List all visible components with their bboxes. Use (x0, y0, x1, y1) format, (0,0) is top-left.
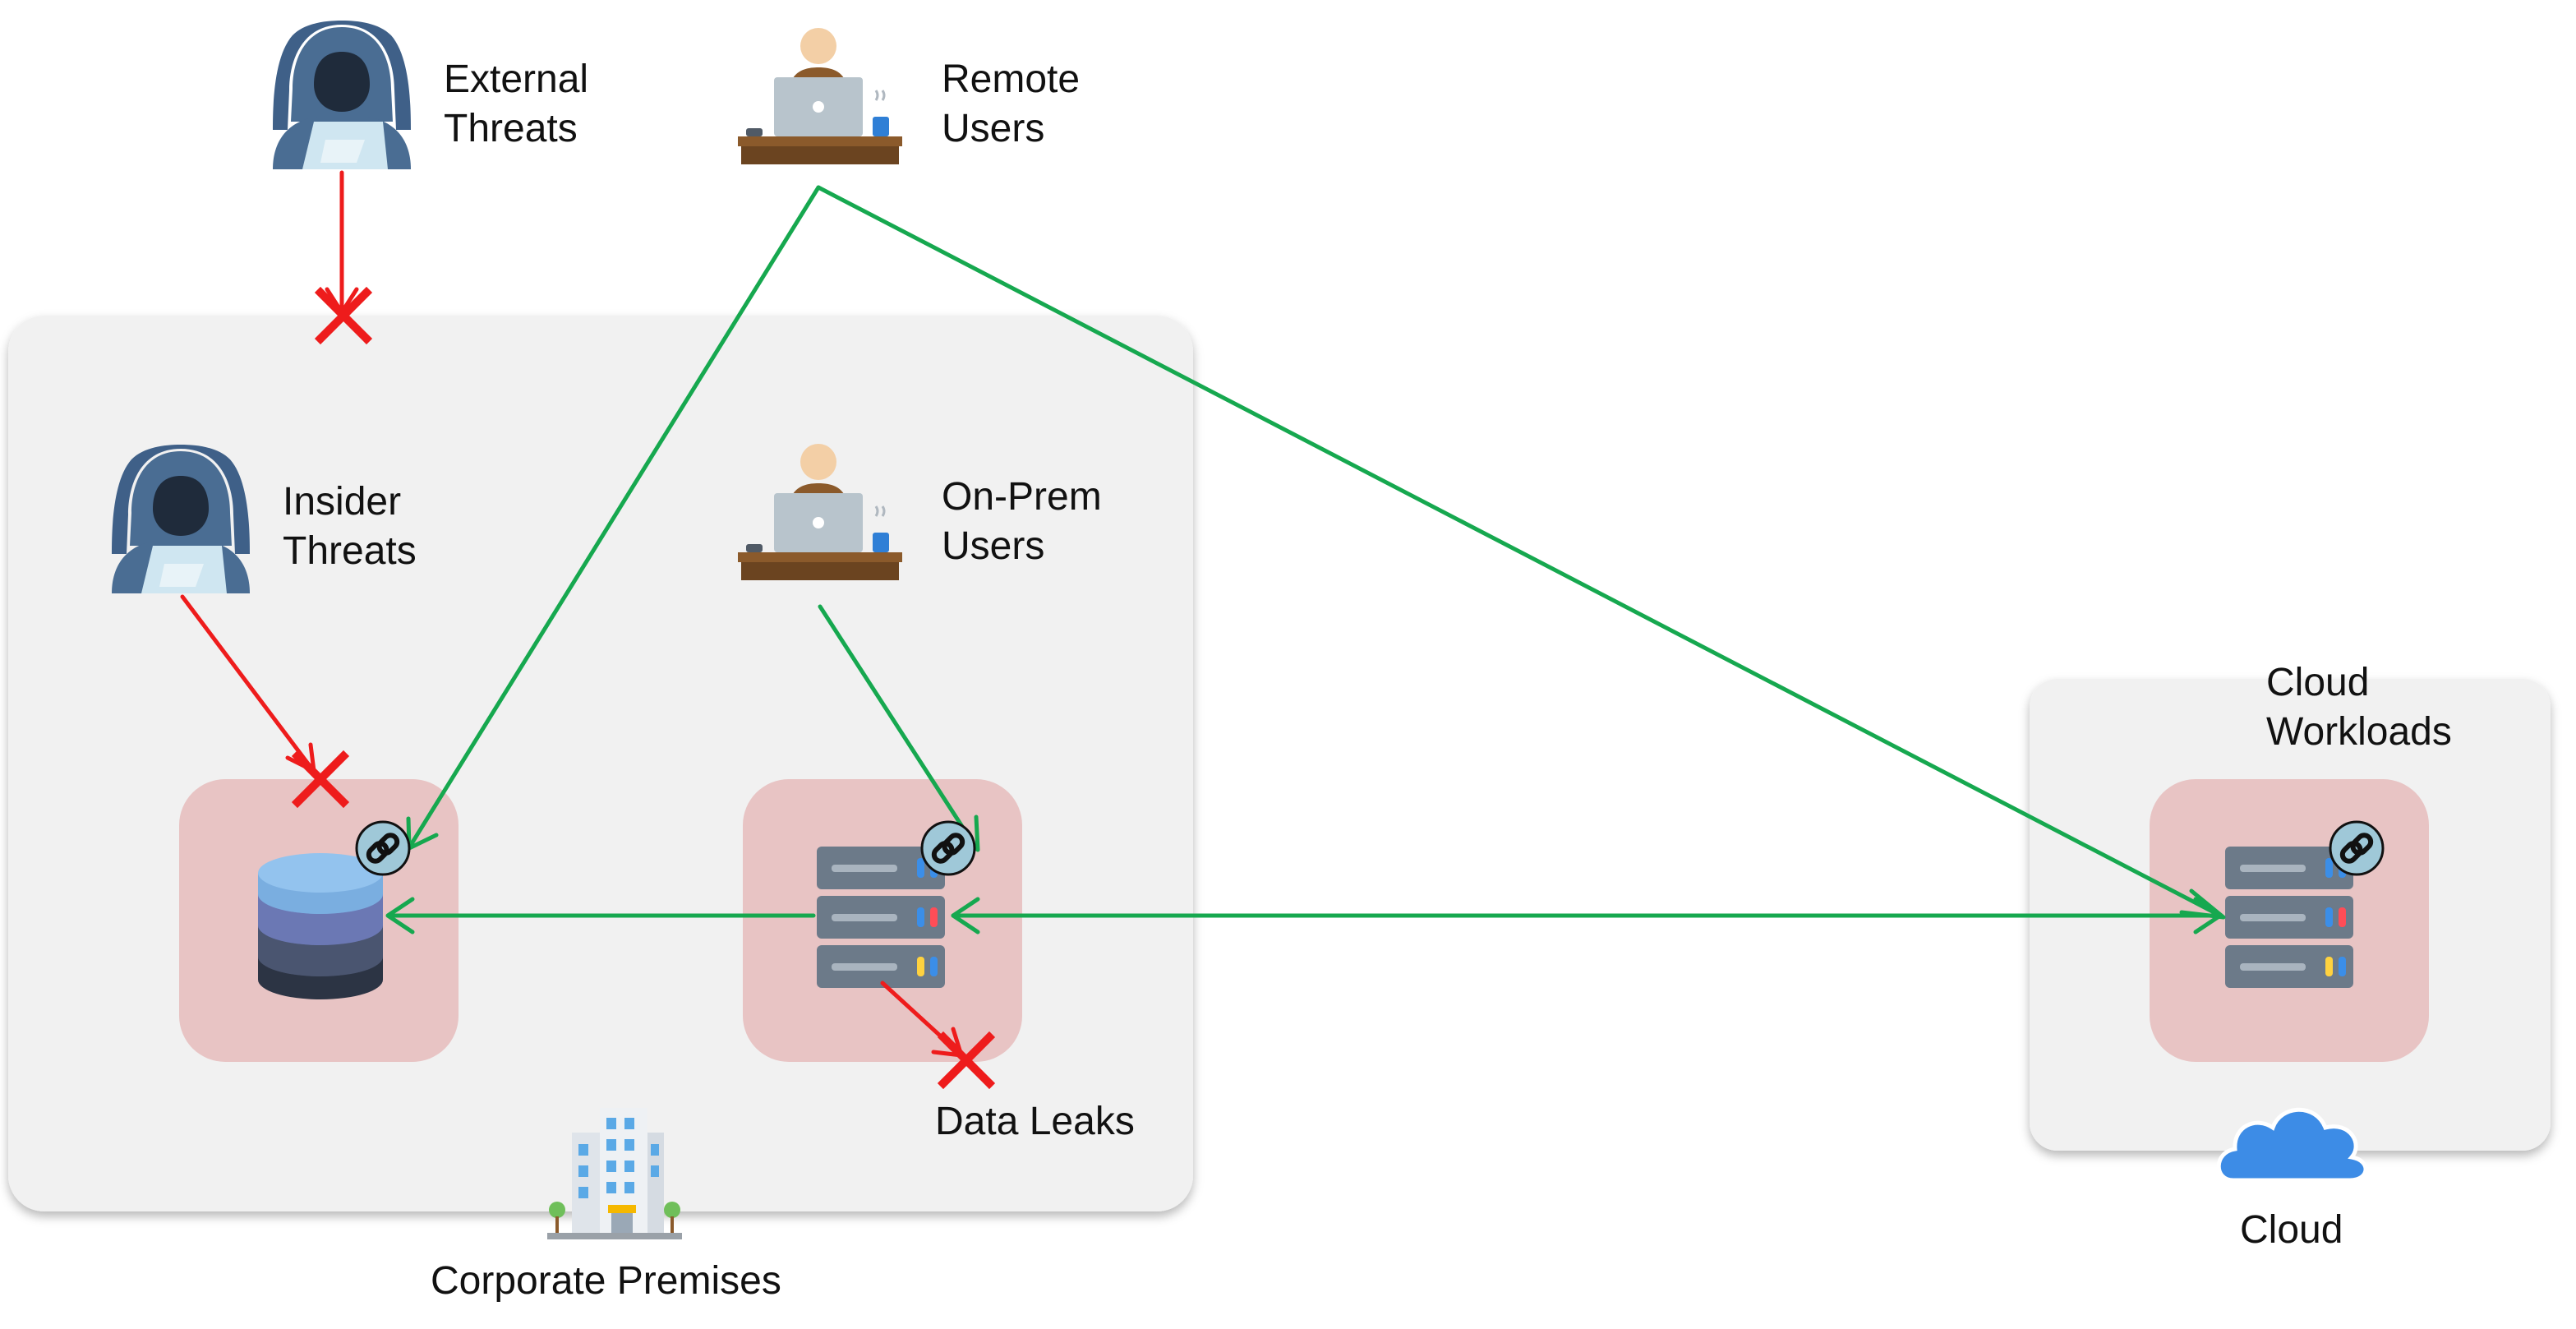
corporate-premises-label: Corporate Premises (431, 1259, 781, 1303)
cloud-onprem-sync-left-arrowhead (951, 897, 980, 934)
cloud-label: Cloud (2240, 1208, 2343, 1252)
cloud-onprem-sync-right-arrowhead (2193, 897, 2223, 934)
corporate-premises-zone (8, 316, 1193, 1211)
server-to-database-arrowhead (385, 897, 415, 934)
cloud-server-link-icon (2330, 822, 2383, 874)
insider-threat-hacker-icon (112, 445, 250, 593)
remote-user-desk-icon (736, 26, 904, 166)
remote-to-cloud-flow (816, 185, 2223, 918)
cloud-icon (2216, 1107, 2368, 1183)
database-icon (258, 853, 383, 999)
onprem-users-label: On-Prem Users (942, 475, 1113, 568)
external-threat-hacker-icon (273, 21, 411, 169)
cloud-workloads-label: Cloud Workloads (2266, 661, 2452, 754)
remote-to-database-flow (408, 185, 821, 847)
database-link-icon (357, 822, 409, 874)
remote-users-label: Remote Users (942, 58, 1090, 150)
building-icon (547, 1108, 682, 1239)
cloud-server-icon (2225, 847, 2353, 988)
insider-threats-label: Insider Threats (283, 480, 417, 573)
allowed-flows (385, 185, 2226, 934)
external-threats-label: External Threats (444, 58, 599, 150)
onprem-server-icon (817, 847, 945, 988)
insider-threat-flow (180, 594, 315, 772)
onprem-server-link-icon (922, 822, 975, 874)
onprem-users-to-server-flow (818, 604, 979, 851)
data-leaks-label: Data Leaks (935, 1100, 1135, 1143)
